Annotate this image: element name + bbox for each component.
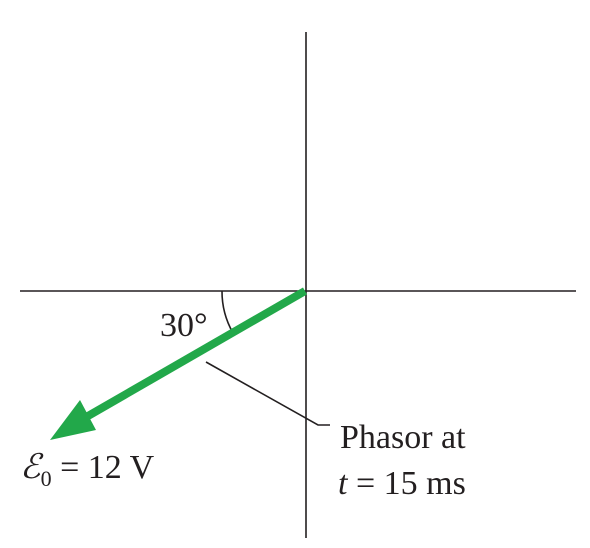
angle-arc	[221, 290, 234, 334]
phasor-emf-subscript: 0	[41, 466, 52, 491]
phasor-label: ℰ0 = 12 V	[20, 449, 155, 491]
callout-time-variable: t	[338, 465, 349, 502]
phasor-arrow-shaft	[86, 287, 307, 420]
phasor-emf-value: = 12 V	[52, 449, 155, 486]
angle-label: 30°	[160, 307, 208, 344]
callout-time-value: = 15 ms	[347, 465, 465, 502]
callout-line-2: t = 15 ms	[338, 465, 466, 502]
phasor-emf-symbol: ℰ	[20, 449, 44, 486]
callout-line-1: Phasor at	[340, 419, 466, 456]
phasor-arrow-head	[50, 400, 96, 440]
callout-leader-line	[205, 361, 330, 426]
